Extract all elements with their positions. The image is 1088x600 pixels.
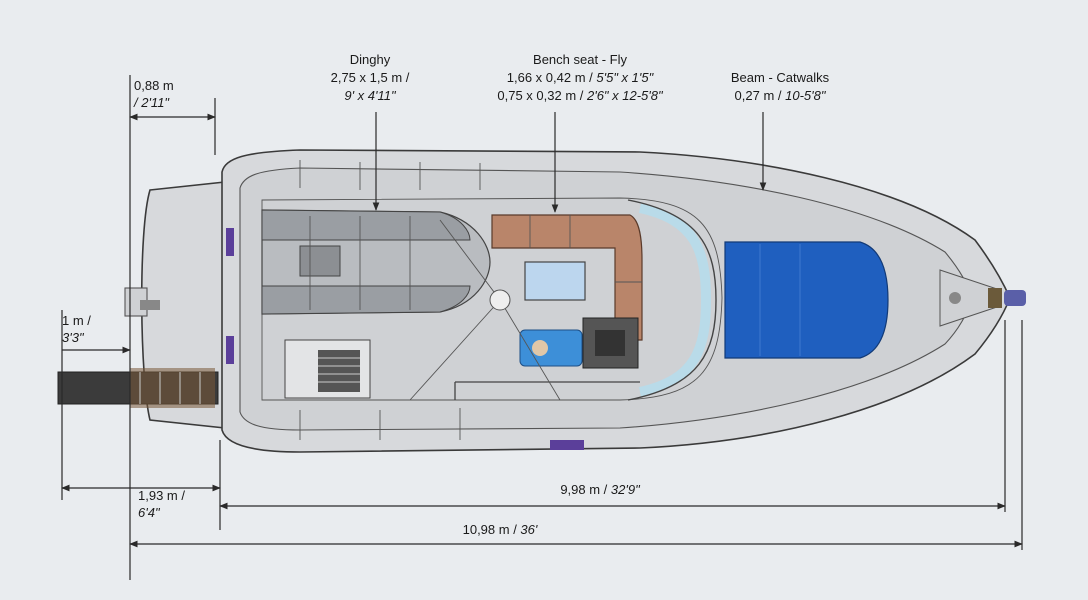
hull-length-label: 9,98 m / 32'9" [560,482,641,497]
beam-label-value: 0,27 m / 10-5'8" [735,88,827,103]
pilot-seat [519,329,583,367]
windscreen [627,199,717,401]
dinghy [261,209,491,315]
bow-sunpad [724,241,889,359]
overall-length-label: 10,98 m / 36' [463,522,538,537]
stern-platform-imperial: / 2'11" [133,95,170,110]
dinghy-label-metric: 2,75 x 1,5 m / [331,70,410,85]
bench-label-line1: 1,66 x 0,42 m / 5'5" x 1'5" [507,70,655,85]
dinghy-label-title: Dinghy [350,52,391,67]
bench-label-title: Bench seat - Fly [533,52,627,67]
flybridge-bench-seat [491,214,643,341]
flybridge-skylight [524,261,586,301]
swim-ladder-metric: 1 m / [62,313,91,328]
helm-station [454,317,640,400]
stern-platform-metric: 0,88 m [134,78,174,93]
beam-label-title: Beam - Catwalks [731,70,830,85]
platform-length-imperial: 6'4" [138,505,161,520]
platform-length-metric: 1,93 m / [138,488,185,503]
cockpit-hatch [284,339,371,399]
dimension-extension-lines [61,75,1023,580]
dinghy-label-imperial: 9' x 4'11" [344,88,397,103]
swim-ladder-imperial: 3'3" [62,330,85,345]
bench-label-line2: 0,75 x 0,32 m / 2'6" x 12-5'8" [497,88,664,103]
rigging-lines [409,219,561,401]
bow-anchor [939,269,1026,327]
swim-ladder [57,368,219,408]
fenders [226,228,584,450]
